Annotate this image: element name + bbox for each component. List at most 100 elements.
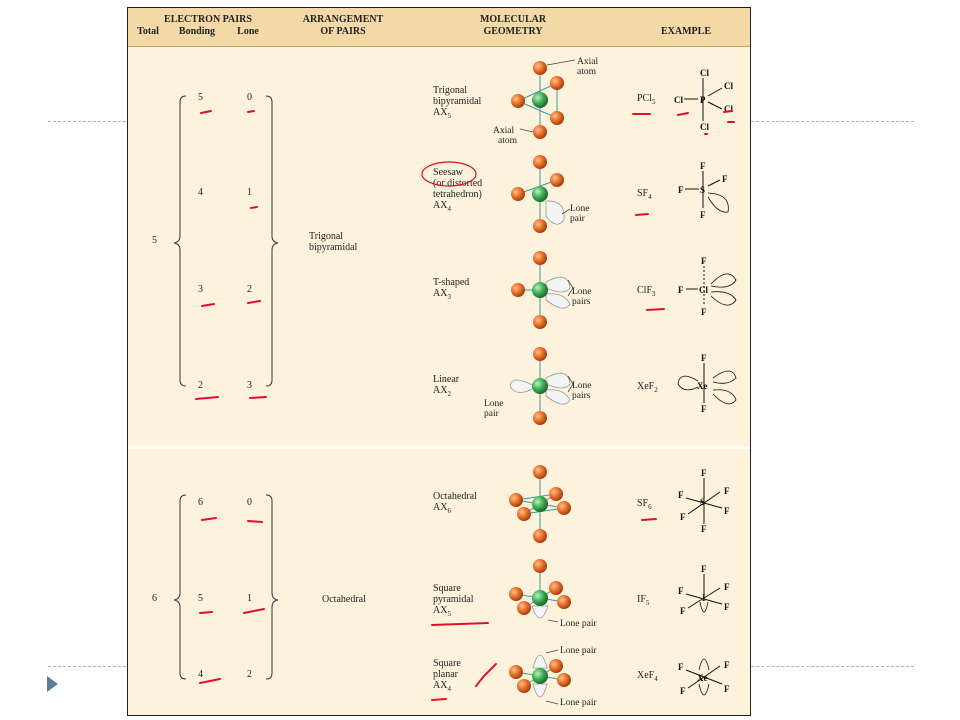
svg-text:F: F	[724, 602, 730, 612]
ink-underline	[677, 112, 689, 116]
ink-underline	[723, 110, 733, 113]
bracket-group6	[173, 494, 279, 680]
svg-text:F: F	[680, 512, 686, 522]
vsepr-table: ELECTRON PAIRS Total Bonding Lone ARRANG…	[127, 7, 751, 716]
lone-value: 1	[247, 187, 252, 198]
geometry-line: Square	[433, 658, 461, 669]
svg-text:F: F	[701, 564, 707, 574]
svg-text:S: S	[700, 185, 705, 195]
ink-underline	[635, 213, 649, 216]
header-arrangement-line1: ARRANGEMENT	[302, 14, 384, 25]
geometry-label: Square pyramidal AX5	[433, 583, 474, 620]
lewis-clf3: Cl F F F	[678, 256, 737, 317]
svg-text:Cl: Cl	[724, 104, 733, 114]
example-formula: ClF3	[637, 285, 656, 298]
svg-text:F: F	[722, 174, 728, 184]
svg-text:Xe: Xe	[697, 381, 708, 391]
slide-bullet-arrow-icon	[47, 676, 58, 692]
svg-text:Xe: Xe	[697, 673, 708, 683]
header-bonding: Bonding	[178, 26, 216, 37]
header-electron-pairs: ELECTRON PAIRS	[164, 14, 252, 25]
model-octahedral	[509, 465, 571, 543]
molecule-models	[509, 59, 576, 705]
lewis-sf6: S F F F F F F	[678, 468, 730, 534]
header-total: Total	[137, 26, 159, 37]
bracket-group5	[173, 95, 279, 387]
ink-underline	[431, 698, 447, 701]
geometry-line: Linear	[433, 374, 460, 385]
bonding-value: 3	[198, 284, 203, 295]
ink-checkmark	[475, 663, 497, 687]
geometry-label: Square planar AX4	[433, 658, 461, 695]
ink-underline	[195, 396, 219, 400]
geometry-label: T-shaped AX3	[433, 277, 469, 303]
ink-underline	[641, 518, 657, 521]
geometry-line: planar	[433, 669, 458, 680]
example-formula: SF6	[637, 498, 652, 511]
model-square-planar	[509, 649, 571, 705]
arrangement-trigonal-bipyramidal-line1: Trigonal	[309, 231, 344, 242]
total-6: 6	[152, 593, 157, 604]
example-formula: PCl5	[637, 93, 656, 106]
ink-annotations	[195, 110, 735, 701]
ink-underline	[247, 300, 261, 304]
ink-underline	[249, 396, 267, 399]
svg-text:F: F	[701, 468, 707, 478]
svg-text:F: F	[724, 582, 730, 592]
arrangement-octahedral: Octahedral	[322, 594, 366, 605]
svg-text:F: F	[701, 353, 707, 363]
geometry-line: (or distorted	[433, 178, 483, 189]
bonding-value: 6	[198, 497, 203, 508]
svg-text:F: F	[724, 506, 730, 516]
ax-formula: AX4	[433, 200, 451, 213]
ink-underline	[247, 110, 255, 113]
geometry-line: Seesaw	[433, 167, 463, 178]
ax-formula: AX2	[433, 385, 451, 398]
ink-underline	[250, 206, 258, 209]
lewis-pcl5: P Cl Cl Cl Cl Cl	[674, 68, 733, 132]
model-square-pyramidal	[509, 559, 571, 623]
svg-text:F: F	[678, 586, 684, 596]
ax-formula: AX3	[433, 288, 451, 301]
example-formula: XeF4	[637, 670, 658, 683]
lone-pair-label: Lone pair	[560, 619, 597, 629]
lewis-sf4: S F F F F	[678, 161, 729, 220]
lone-value: 2	[247, 284, 252, 295]
svg-text:F: F	[678, 185, 684, 195]
ax-formula: AX6	[433, 502, 451, 515]
bonding-value: 5	[198, 92, 203, 103]
geometry-line: Trigonal	[433, 85, 468, 96]
geometry-line: Square	[433, 583, 461, 594]
header-geometry-line1: MOLECULAR	[479, 14, 547, 25]
svg-text:F: F	[701, 307, 707, 317]
table-header: ELECTRON PAIRS Total Bonding Lone ARRANG…	[128, 8, 750, 47]
lewis-structures: P Cl Cl Cl Cl Cl S F F F F Cl F F F	[674, 68, 737, 696]
bonding-value: 4	[198, 669, 203, 680]
ax-formula: AX5	[433, 107, 451, 120]
ink-underline	[247, 520, 263, 523]
lewis-if5: I F F F F F	[678, 564, 730, 616]
geometry-line: tetrahedron)	[433, 189, 482, 200]
bonding-value: 2	[198, 380, 203, 391]
svg-text:F: F	[678, 490, 684, 500]
svg-text:F: F	[724, 660, 730, 670]
geometry-label: Trigonal bipyramidal AX5	[433, 85, 481, 122]
ax-formula: AX4	[433, 680, 451, 693]
svg-text:Cl: Cl	[699, 285, 708, 295]
svg-text:Cl: Cl	[674, 95, 683, 105]
ink-underline	[201, 517, 217, 521]
example-formula: XeF2	[637, 381, 658, 394]
lone-value: 0	[247, 92, 252, 103]
svg-text:F: F	[724, 684, 730, 694]
svg-text:F: F	[680, 686, 686, 696]
header-arrangement-line2: OF PAIRS	[320, 26, 366, 37]
ink-underline	[243, 608, 265, 614]
arrangement-trigonal-bipyramidal-line2: bipyramidal	[309, 242, 358, 253]
ink-underline	[200, 110, 212, 114]
lone-pair-label: Lone pair	[560, 698, 597, 708]
svg-text:F: F	[678, 285, 684, 295]
svg-text:F: F	[680, 606, 686, 616]
